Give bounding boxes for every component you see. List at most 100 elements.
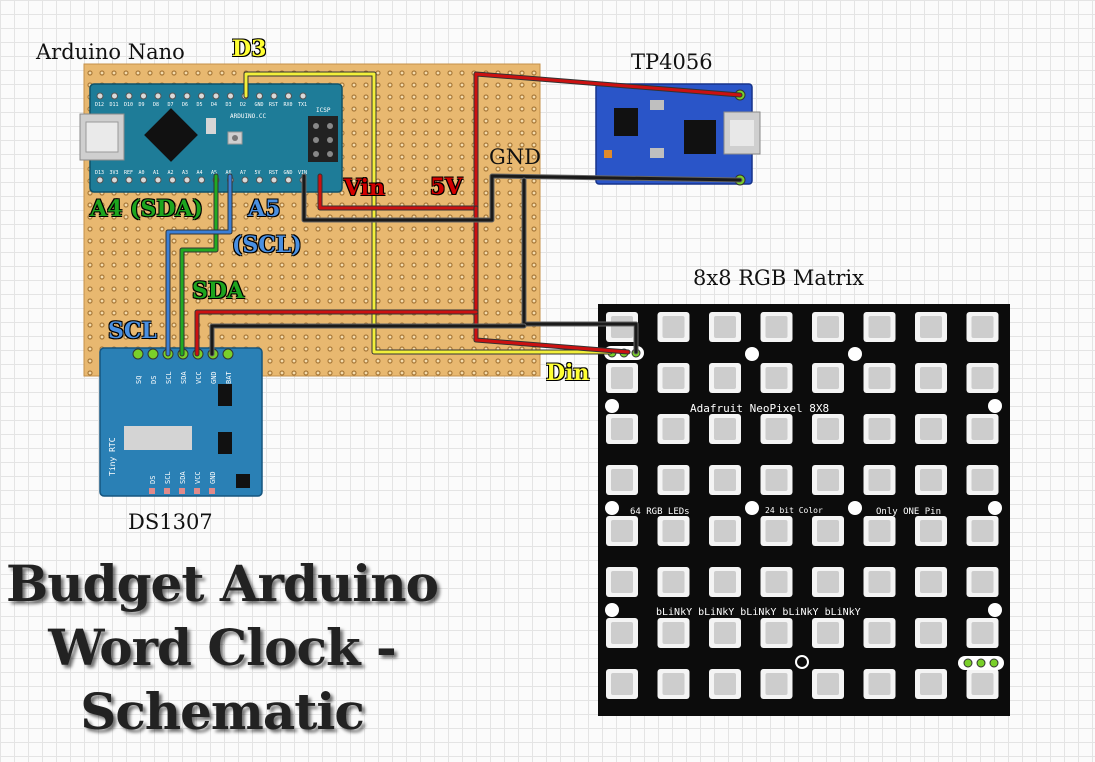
led-pixel-core [765,520,788,542]
nano-top-pin [285,92,292,100]
rtc-bottom-pad [179,488,185,494]
nano-bottom-pin-label: A6 [226,170,232,176]
page-title: Budget Arduino Word Clock - Schematic [0,552,444,744]
nano-bottom-pin-label: A0 [139,170,145,176]
wires [165,71,743,357]
led-pixel-core [920,469,942,491]
nano-bottom-pin-label: A7 [240,170,246,176]
led-pixel-core [662,316,685,338]
nano-top-pin-label: RX0 [284,102,293,108]
rtc-bottom-pin-label: GND [209,471,217,484]
nano-top-pin [140,92,147,100]
led-pixel-core [662,520,685,542]
nano-top-pin [198,92,205,100]
title-line-2: Word Clock - [48,618,397,677]
led-pixel-core [817,367,839,389]
led-pixel-core [714,571,736,593]
nano-top-pin-label: GND [255,102,264,108]
label-gnd: GND [489,145,541,169]
led-pixel-core [662,673,685,695]
nano-top-pin [270,92,278,100]
nano-top-pin-label: D7 [168,102,174,108]
nano-top-pin [183,92,191,100]
nano-bottom-pin-label: A1 [153,170,159,176]
led-pixel-core [611,418,633,440]
label-a5-scl: (SCL) [232,232,302,258]
led-pixel-core [714,469,736,491]
rtc-silk-name: Tiny RTC [108,437,117,476]
nano-bottom-pin-label: A5 [211,170,217,176]
nano-top-pin [212,92,220,100]
nano-bottom-pin [140,176,147,184]
nano-bottom-pin [198,176,205,184]
led-pixel-core [868,520,891,542]
led-pixel-core [971,622,994,644]
rtc-top-pin-label: DS [150,376,158,384]
led-pixel-core [611,367,633,389]
led-pixel-core [868,469,891,491]
led-pixel-core [868,316,891,338]
led-pixel-core [611,469,633,491]
rtc-bottom-pin-label: DS [149,476,157,484]
rtc-top-pin [132,348,144,360]
led-pixel-core [714,316,736,338]
nano-top-pin-label: D5 [197,102,203,108]
nano-bottom-pin-label: A2 [168,170,174,176]
led-pixel-core [971,469,994,491]
nano-bottom-pin-label: 3V3 [110,170,119,176]
matrix-silk-line3: bLiNkY bLiNkY bLiNkY bLiNkY bLiNkY [656,607,861,618]
led-pixel-core [920,673,942,695]
nano-bottom-pin [154,176,162,184]
neopixel-matrix-board: Adafruit NeoPixel 8X8 64 RGB LEDs 24 bit… [598,304,1010,716]
led-pixel-core [868,673,891,695]
title-line-1: Budget Arduino [6,554,439,613]
nano-bottom-pin-label: GND [284,170,293,176]
led-pixel-core [765,316,788,338]
nano-bottom-pin [111,176,118,184]
nano-top-pin-label: D11 [110,102,119,108]
rtc-bottom-pin-label: SCL [164,471,172,484]
led-pixel-core [868,571,891,593]
led-pixel-core [611,520,633,542]
nano-bottom-pin-label: REF [124,170,133,176]
nano-top-pin [299,92,307,100]
rtc-bottom-pad [194,488,200,494]
nano-bottom-pin [270,176,278,184]
nano-bottom-pin [256,176,263,184]
led-pixel-core [920,571,942,593]
nano-bottom-pin-label: A3 [182,170,188,176]
led-pixel-core [611,571,633,593]
rtc-bottom-pad [149,488,155,494]
nano-bottom-pin-label: D13 [95,170,104,176]
led-pixel-core [765,469,788,491]
rtc-top-pin-label: BAT [225,371,233,384]
led-pixel-core [611,316,633,338]
matrix-silk-line1: Adafruit NeoPixel 8X8 [690,402,829,415]
nano-top-pin [169,92,176,100]
led-pixel-core [817,520,839,542]
rtc-top-pin [222,348,234,360]
label-tp4056: TP4056 [631,50,713,74]
label-d3: D3 [232,36,267,62]
nano-top-pin-label: D2 [240,102,246,108]
led-pixel-core [920,622,942,644]
nano-top-pin-label: D10 [124,102,133,108]
nano-bottom-pin [96,176,104,184]
matrix-silk-line2b: 24 bit Color [765,506,823,515]
label-scl: SCL [108,318,157,344]
icsp-silk: ICSP [316,107,331,114]
nano-top-pin [256,92,263,100]
nano-top-pin [227,92,234,100]
nano-bottom-pin [241,176,249,184]
nano-top-pin-label: D8 [153,102,159,108]
led-pixel-core [611,673,633,695]
led-pixel-core [611,622,633,644]
led-pixel-core [971,520,994,542]
led-pixel-core [662,418,685,440]
rtc-top-pin-label: SQ [135,376,143,384]
nano-top-pin-label: D12 [95,102,104,108]
nano-top-pin [96,92,104,100]
nano-top-pin-label: D4 [211,102,217,108]
